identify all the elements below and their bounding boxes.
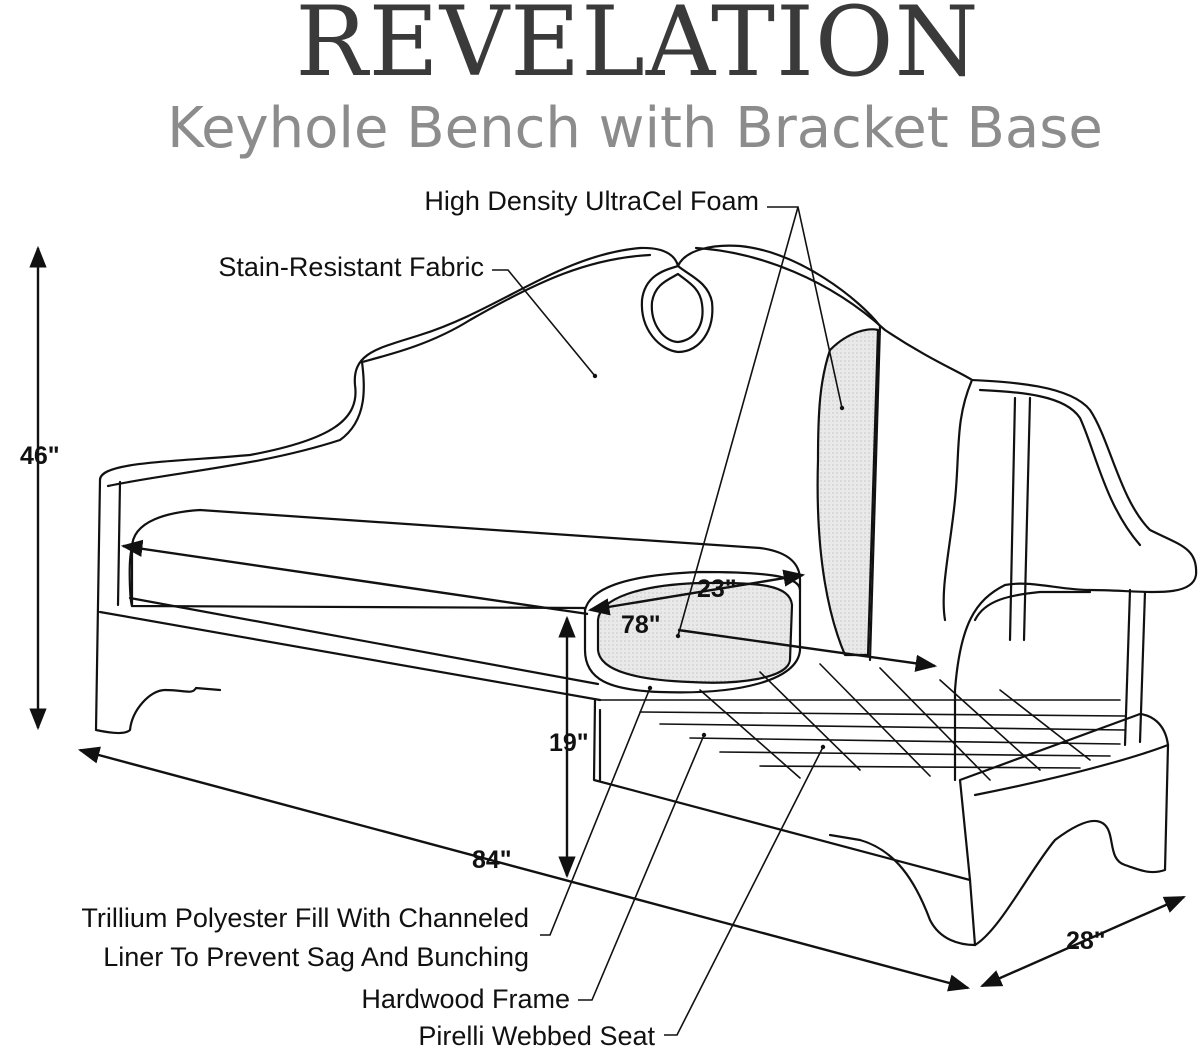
product-title: Keyhole Bench with Bracket Base	[167, 96, 1103, 161]
back-foam-section	[816, 328, 880, 657]
cushion-depth-dimension-line	[587, 569, 806, 616]
seat-cushion	[130, 508, 802, 694]
callout-fill-line-2: Liner To Prevent Sag And Bunching	[103, 942, 529, 972]
leader-frame	[578, 734, 705, 1001]
leader-webbing	[664, 746, 824, 1036]
height-dimension-label: 46"	[20, 442, 60, 470]
cushion-length-dimension-label: 78"	[621, 611, 661, 639]
cushion-length-dimension-line	[122, 544, 589, 616]
leader-foam	[677, 206, 843, 637]
cushion-depth-dimension-label: 23"	[697, 575, 737, 603]
depth-dimension-label: 28"	[1066, 927, 1106, 955]
leader-fabric	[492, 269, 596, 377]
leader-fill	[540, 687, 651, 936]
left-arm	[94, 478, 222, 735]
callout-webbing: Pirelli Webbed Seat	[418, 1021, 655, 1051]
length-dimension-line	[77, 746, 971, 992]
depth-dimension-line	[980, 895, 1186, 988]
callout-frame: Hardwood Frame	[361, 984, 570, 1014]
bracket-base	[828, 833, 977, 947]
callout-fill-line-1: Trillium Polyester Fill With Channeled	[81, 903, 529, 933]
brand-wordmark: REVELATION	[295, 0, 980, 98]
keyhole-crest	[640, 264, 714, 354]
callout-fabric: Stain-Resistant Fabric	[218, 252, 484, 282]
callout-foam: High Density UltraCel Foam	[424, 186, 759, 216]
right-arm	[953, 378, 1198, 782]
length-dimension-label: 84"	[472, 846, 512, 874]
bench-back-panel	[98, 244, 882, 662]
seat-height-dimension-label: 19"	[549, 729, 589, 757]
